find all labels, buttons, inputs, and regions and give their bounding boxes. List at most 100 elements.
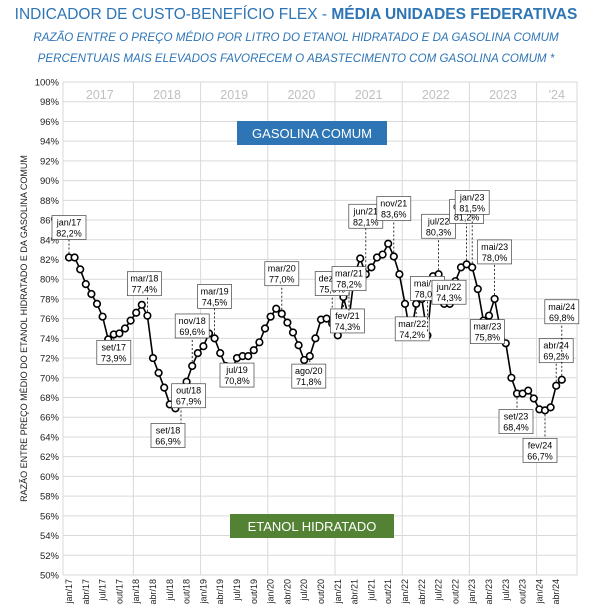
data-point [115,329,124,338]
x-tick-label: jul/17 [98,579,108,602]
annotation-month: out/18 [176,386,201,396]
annotation-value: 78,0% [482,253,508,263]
data-point [260,324,270,333]
data-point [143,311,152,320]
annotation-month: jul/19 [225,365,248,375]
annotation-box [171,383,206,409]
y-tick-label: 90% [40,176,60,187]
gasolina-band [237,121,387,145]
annotation-box [150,423,186,448]
annotation-month: jan/23 [459,192,485,202]
data-point [400,299,410,308]
x-tick-label: abr/17 [81,579,91,605]
annotation-box [477,239,512,265]
x-tick-label: abr/18 [148,579,158,605]
y-tick-label: 82% [40,255,60,266]
x-tick-label: jan/22 [400,579,410,605]
x-tick-label: abr/23 [484,579,494,605]
annotation-value: 69,6% [179,327,205,337]
y-tick-label: 78% [40,294,60,305]
chart-title: INDICADOR DE CUSTO-BENEFÍCIO FLEX - MÉDI… [0,6,592,24]
year-label: '24 [549,88,565,102]
data-point [244,352,253,361]
data-point [126,316,135,325]
etanol-band [230,514,394,538]
y-tick-label: 50% [40,571,60,582]
annotation-box [197,284,232,309]
annotation-month: jul/22 [427,216,450,226]
data-point [552,381,561,390]
annotation-month: fev/21 [335,311,360,321]
x-tick-label: out/19 [249,579,259,604]
annotation-box [431,279,467,305]
data-point [210,334,219,343]
chart-subtitle-1: RAZÃO ENTRE O PREÇO MÉDIO POR LITRO DO E… [33,31,559,44]
x-tick-label: jul/18 [165,579,175,602]
annotation-box [291,363,327,389]
annotation-box [394,316,430,342]
x-tick-label: jan/19 [198,579,208,605]
annotation-box [330,308,365,334]
annotation-month: jun/22 [436,282,462,292]
y-tick-label: 68% [40,393,60,404]
data-point [389,252,398,261]
data-point [356,254,365,263]
data-point [193,349,202,358]
annotation-box [174,313,210,339]
data-point [132,308,141,317]
y-tick-label: 56% [40,511,60,522]
year-label: 2018 [153,88,181,102]
annotation-value: 81,5% [459,203,485,213]
data-point [188,361,197,371]
annotation-month: nov/18 [179,316,206,326]
x-tick-label: jan/21 [333,579,343,605]
x-tick-label: out/22 [450,579,460,604]
data-point [266,312,275,321]
x-tick-label: out/21 [383,579,393,604]
chart-title-main: INDICADOR DE CUSTO-BENEFÍCIO FLEX - [14,6,332,23]
annotation-value: 77,4% [132,285,158,295]
y-tick-label: 54% [40,531,60,542]
annotation-box [51,215,87,240]
x-tick-label: jan/17 [64,579,74,605]
annotation-month: mai/24 [548,302,575,312]
data-point [70,253,79,262]
annotation-box [264,261,300,287]
annotation-value: 82,1% [353,217,379,227]
x-tick-label: jul/19 [232,579,242,602]
annotation-month: fev/24 [528,440,553,450]
x-tick-label: out/20 [316,579,326,604]
data-point [473,284,482,294]
annotation-box [470,319,505,344]
annotation-month: mai/22 [414,278,441,288]
annotation-value: 70,8% [224,376,250,386]
annotation-box [331,266,367,291]
y-tick-label: 70% [40,373,60,384]
y-tick-label: 92% [40,156,60,167]
data-point [557,375,566,384]
data-point [490,294,499,304]
x-tick-label: jul/23 [501,579,511,602]
data-point [367,263,376,272]
data-point [412,299,421,308]
annotation-box [522,437,558,463]
y-tick-label: 58% [40,492,60,503]
annotation-value: 73,9% [101,353,127,363]
chart-subtitle-2: PERCENTUAIS MAIS ELEVADOS FAVORECEM O AB… [37,52,555,65]
year-label: 2017 [86,88,114,102]
annotation-month: mar/20 [268,264,296,274]
data-point [255,338,264,347]
data-point [524,386,533,395]
annotation-box [544,299,580,325]
data-point [305,352,314,361]
data-point [311,334,320,343]
y-tick-label: 84% [40,235,60,246]
data-point [199,342,208,351]
annotation-box [96,340,132,365]
data-point [148,353,158,363]
data-point [546,403,555,412]
annotation-value: 80,3% [426,227,452,237]
data-point [384,239,393,248]
annotation-value: 74,5% [202,297,228,307]
annotation-month: mai/23 [481,242,508,252]
